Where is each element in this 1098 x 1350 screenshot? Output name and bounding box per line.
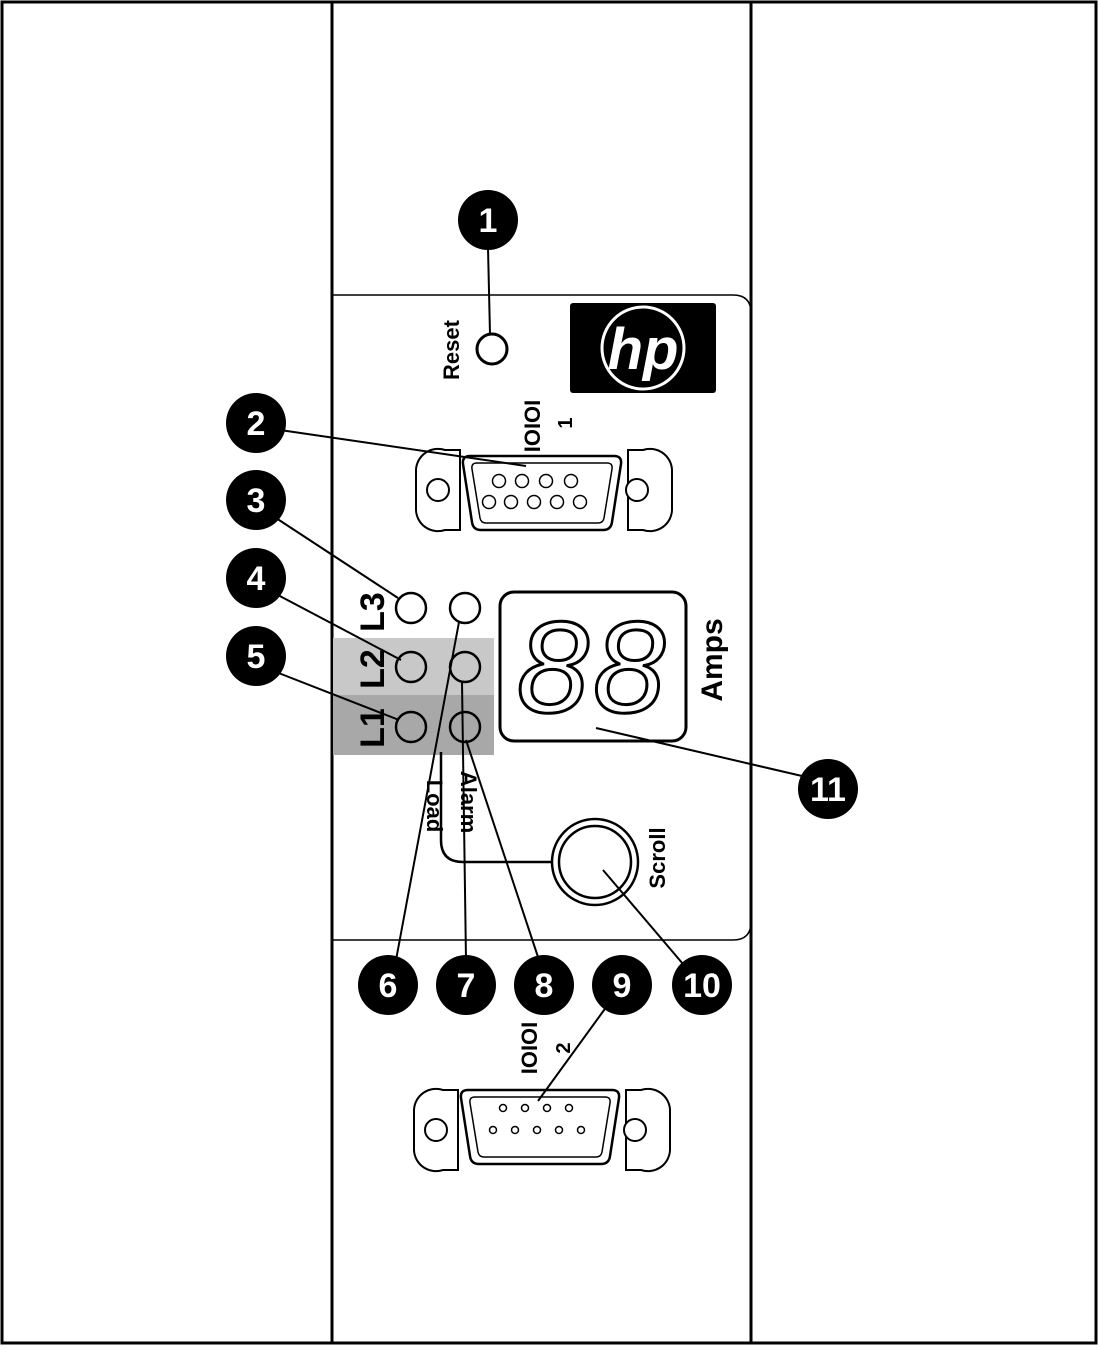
serial-port-2[interactable] [413, 1087, 671, 1173]
scroll-connector-line [439, 752, 553, 864]
scroll-label: Scroll [645, 827, 670, 888]
callout-8-number: 8 [535, 967, 554, 1005]
leader-line-9 [537, 1005, 608, 1102]
amps-label: Amps [696, 618, 729, 701]
callout-2: 2 [226, 393, 286, 453]
reset-label: Reset [439, 319, 464, 380]
callout-11-number: 11 [810, 771, 846, 809]
serial-port-1[interactable] [415, 447, 673, 533]
callout-6-number: 6 [379, 967, 398, 1005]
leader-line-6 [395, 621, 460, 961]
amps-display: 88 [498, 590, 688, 743]
panel-plate [332, 294, 752, 941]
callout-1-number: 1 [479, 202, 498, 240]
leader-line-1 [487, 247, 491, 335]
leader-line-4 [275, 593, 402, 661]
led-label-l2: L2 [354, 649, 392, 689]
callout-1: 1 [458, 190, 518, 250]
callout-leader-lines [275, 247, 803, 1102]
serial-port-1-number: 1 [555, 417, 577, 428]
callout-5-number: 5 [247, 638, 266, 676]
serial-port-2-symbol: IOIOI [517, 1022, 542, 1075]
leader-line-2 [279, 429, 527, 467]
amps-display-reading: 88 [517, 594, 670, 740]
leader-line-3 [275, 517, 399, 599]
callout-4-number: 4 [247, 560, 266, 598]
l3-load-led [394, 591, 428, 625]
callout-4: 4 [226, 548, 286, 608]
l3-alarm-led [448, 591, 482, 625]
alarm-label: Alarm [456, 771, 481, 833]
callout-6: 6 [358, 955, 418, 1015]
callout-9: 9 [592, 955, 652, 1015]
callout-3: 3 [226, 470, 286, 530]
l1-alarm-led [448, 710, 482, 744]
reset-button[interactable] [475, 332, 509, 366]
serial-port-2-number: 2 [553, 1042, 575, 1053]
l2-highlight-band [333, 638, 494, 695]
callout-7-number: 7 [457, 967, 476, 1005]
callout-11: 11 [798, 759, 858, 819]
callout-10: 10 [672, 955, 732, 1015]
hp-logo: hp [570, 303, 716, 393]
leader-line-11 [595, 727, 803, 777]
led-label-l3: L3 [354, 592, 392, 632]
callout-7: 7 [436, 955, 496, 1015]
callout-5: 5 [226, 626, 286, 686]
callout-9-number: 9 [613, 967, 632, 1005]
leader-line-5 [275, 671, 400, 721]
leader-line-10 [602, 869, 684, 965]
callout-2-number: 2 [247, 405, 266, 443]
l2-load-led [394, 650, 428, 684]
leader-line-8 [465, 739, 540, 961]
leader-line-7 [461, 681, 467, 961]
callout-3-number: 3 [247, 482, 266, 520]
load-label: Load [422, 780, 447, 833]
l1-load-led [394, 710, 428, 744]
scroll-button[interactable] [550, 817, 640, 907]
callout-8: 8 [514, 955, 574, 1015]
serial-port-1-symbol: IOIOI [520, 400, 545, 453]
callout-10-number: 10 [683, 967, 721, 1005]
hp-logo-text: hp [608, 317, 679, 382]
